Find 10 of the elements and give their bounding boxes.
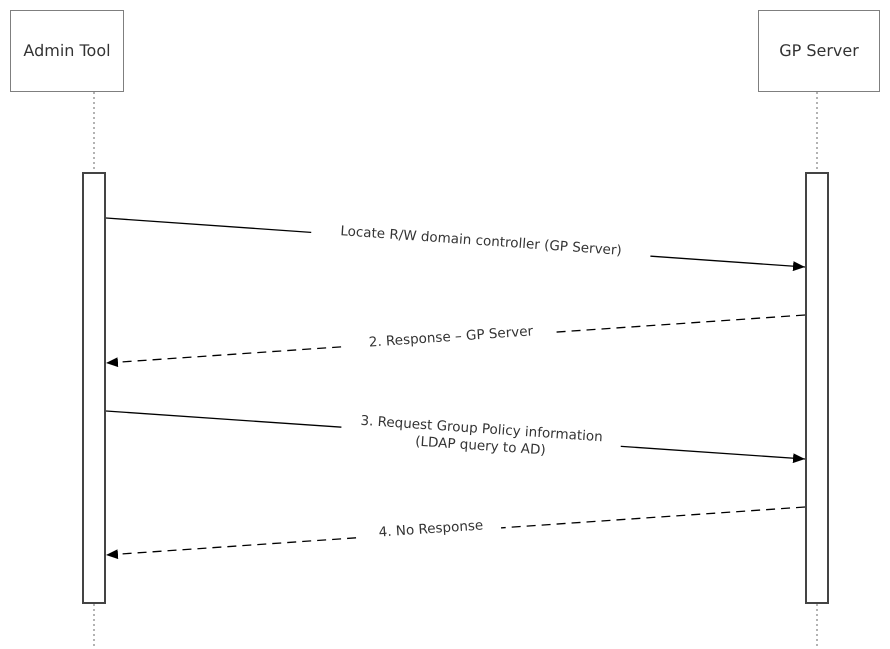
lifeline — [93, 92, 95, 172]
lifeline — [816, 604, 818, 649]
lifeline — [816, 92, 818, 172]
lifeline — [93, 604, 95, 649]
participant-box — [758, 10, 880, 92]
participant-box — [10, 10, 124, 92]
activation-bar — [82, 172, 106, 604]
activation-bar — [805, 172, 829, 604]
participant-name: Admin Tool — [22, 40, 112, 62]
participant-name: GP Server — [778, 40, 860, 62]
